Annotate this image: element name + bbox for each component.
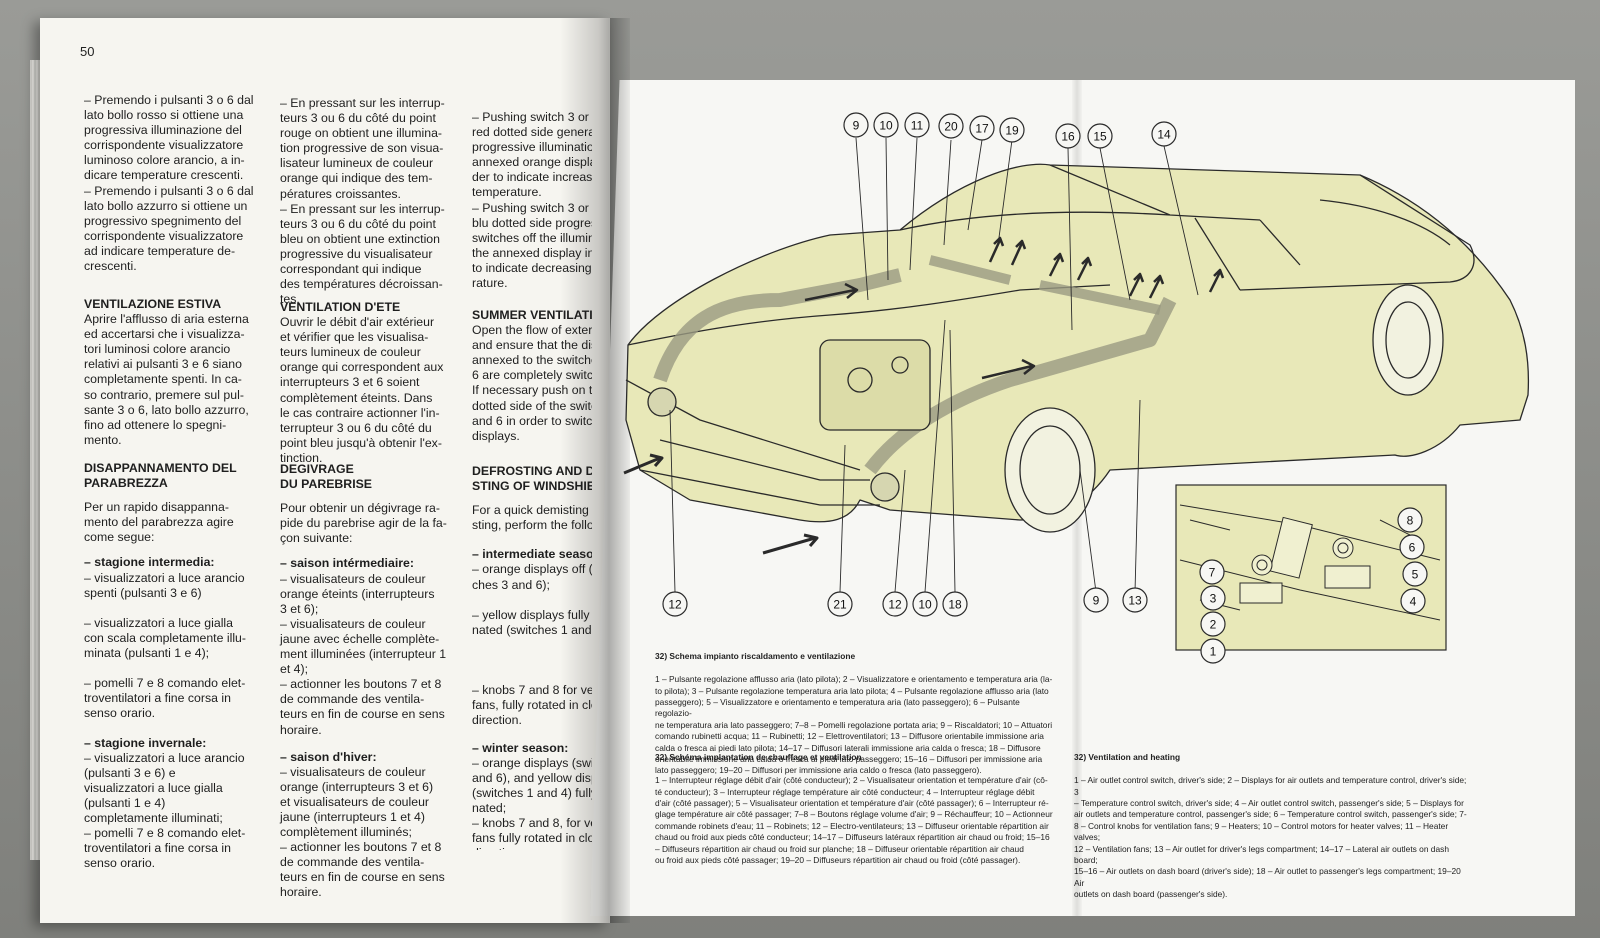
svg-text:8: 8: [1407, 514, 1414, 528]
bottom-callout-9: 9: [1083, 587, 1109, 613]
car-body: [625, 163, 1530, 523]
svg-text:6: 6: [1409, 541, 1416, 555]
fan-right: [870, 472, 900, 502]
svg-text:12: 12: [668, 598, 682, 612]
left-page: [40, 18, 610, 923]
book-gutter: [560, 18, 630, 923]
duct-right: [864, 296, 1177, 475]
english-ventilation-title: SUMMER VENTILATION: [472, 308, 592, 322]
svg-text:10: 10: [879, 119, 893, 133]
svg-text:9: 9: [1093, 594, 1100, 608]
inset-callout-5: 5: [1402, 561, 1428, 587]
svg-text:21: 21: [833, 598, 847, 612]
svg-text:10: 10: [918, 598, 932, 612]
top-callout-17: 17: [969, 115, 995, 141]
top-callout-11: 11: [904, 112, 930, 138]
svg-text:17: 17: [975, 122, 989, 136]
top-callout-19: 19: [999, 117, 1025, 143]
bottom-callout-18: 18: [942, 591, 968, 617]
english-ventilation: SUMMER VENTILATION Open the flow of exte…: [472, 308, 592, 444]
rear-wheel: [1372, 284, 1444, 396]
caption-english: 32) Ventilation and heating 1 – Air outl…: [1074, 752, 1467, 900]
inset-callout-8: 8: [1397, 507, 1423, 533]
caption-french: 32) Schéma implantation de chauffage et …: [655, 752, 1053, 866]
svg-text:19: 19: [1005, 124, 1019, 138]
duct-left: [653, 268, 902, 383]
bottom-callout-12: 12: [662, 591, 688, 617]
bottom-callout-21: 21: [827, 591, 853, 617]
caption-italian: 32) Schema impianto riscaldamento e vent…: [655, 651, 1053, 776]
svg-text:7: 7: [1209, 566, 1216, 580]
fan-left: [647, 387, 677, 417]
svg-text:15: 15: [1093, 130, 1107, 144]
svg-text:12: 12: [888, 598, 902, 612]
inset-callout-4: 4: [1400, 588, 1426, 614]
svg-text:5: 5: [1412, 568, 1419, 582]
svg-text:18: 18: [948, 598, 962, 612]
top-callout-9: 9: [843, 112, 869, 138]
english-defrost: DEFROSTING AND DEMI- STING OF WINDSHIELD…: [472, 464, 592, 850]
svg-text:1: 1: [1210, 645, 1217, 659]
italian-ventilation: VENTILAZIONE ESTIVA Aprire l'afflusso di…: [84, 297, 249, 447]
top-callout-20: 20: [938, 113, 964, 139]
french-defrost: DEGIVRAGE DU PAREBRISE Pour obtenir un d…: [280, 462, 447, 900]
bottom-callout-13: 13: [1122, 587, 1148, 613]
italian-ventilation-title: VENTILAZIONE ESTIVA: [84, 297, 222, 311]
front-wheel: [1004, 407, 1096, 533]
english-intro: – Pushing switch 3 or 6 on the red dotte…: [472, 110, 592, 291]
duct-dash: [928, 255, 1162, 315]
svg-text:3: 3: [1210, 592, 1217, 606]
english-column: – Pushing switch 3 or 6 on the red dotte…: [472, 110, 592, 850]
italian-defrost-title: DISAPPANNAMENTO DEL PARABREZZA: [84, 461, 237, 491]
svg-text:13: 13: [1128, 594, 1142, 608]
french-ventilation-title: VENTILATION D'ETE: [280, 300, 401, 314]
inset-callout-2: 2: [1200, 611, 1226, 637]
svg-text:20: 20: [944, 120, 958, 134]
bottom-callout-12: 12: [882, 591, 908, 617]
italian-defrost: DISAPPANNAMENTO DEL PARABREZZA Per un ra…: [84, 461, 246, 871]
french-defrost-title: DEGIVRAGE DU PAREBRISE: [280, 462, 373, 492]
svg-text:9: 9: [853, 119, 860, 133]
top-callout-16: 16: [1055, 123, 1081, 149]
svg-text:14: 14: [1157, 128, 1171, 142]
top-callout-14: 14: [1151, 121, 1177, 147]
inset-callout-7: 7: [1199, 559, 1225, 585]
inset-callout-1: 1: [1200, 638, 1226, 664]
italian-intro: – Premendo i pulsanti 3 o 6 dal lato bol…: [84, 93, 254, 274]
french-ventilation: VENTILATION D'ETE Ouvrir le débit d'air …: [280, 300, 444, 465]
top-callout-15: 15: [1087, 123, 1113, 149]
svg-text:2: 2: [1210, 618, 1217, 632]
top-callout-10: 10: [873, 112, 899, 138]
english-defrost-title: DEFROSTING AND DEMI- STING OF WINDSHIELD: [472, 464, 592, 494]
svg-text:4: 4: [1410, 595, 1417, 609]
french-intro: – En pressant sur les interrup- teurs 3 …: [280, 96, 445, 307]
page-number: 50: [80, 44, 95, 59]
svg-text:16: 16: [1061, 130, 1075, 144]
inset-callout-3: 3: [1200, 585, 1226, 611]
inset-callout-6: 6: [1399, 534, 1425, 560]
bottom-callout-10: 10: [912, 591, 938, 617]
svg-text:11: 11: [911, 119, 924, 133]
